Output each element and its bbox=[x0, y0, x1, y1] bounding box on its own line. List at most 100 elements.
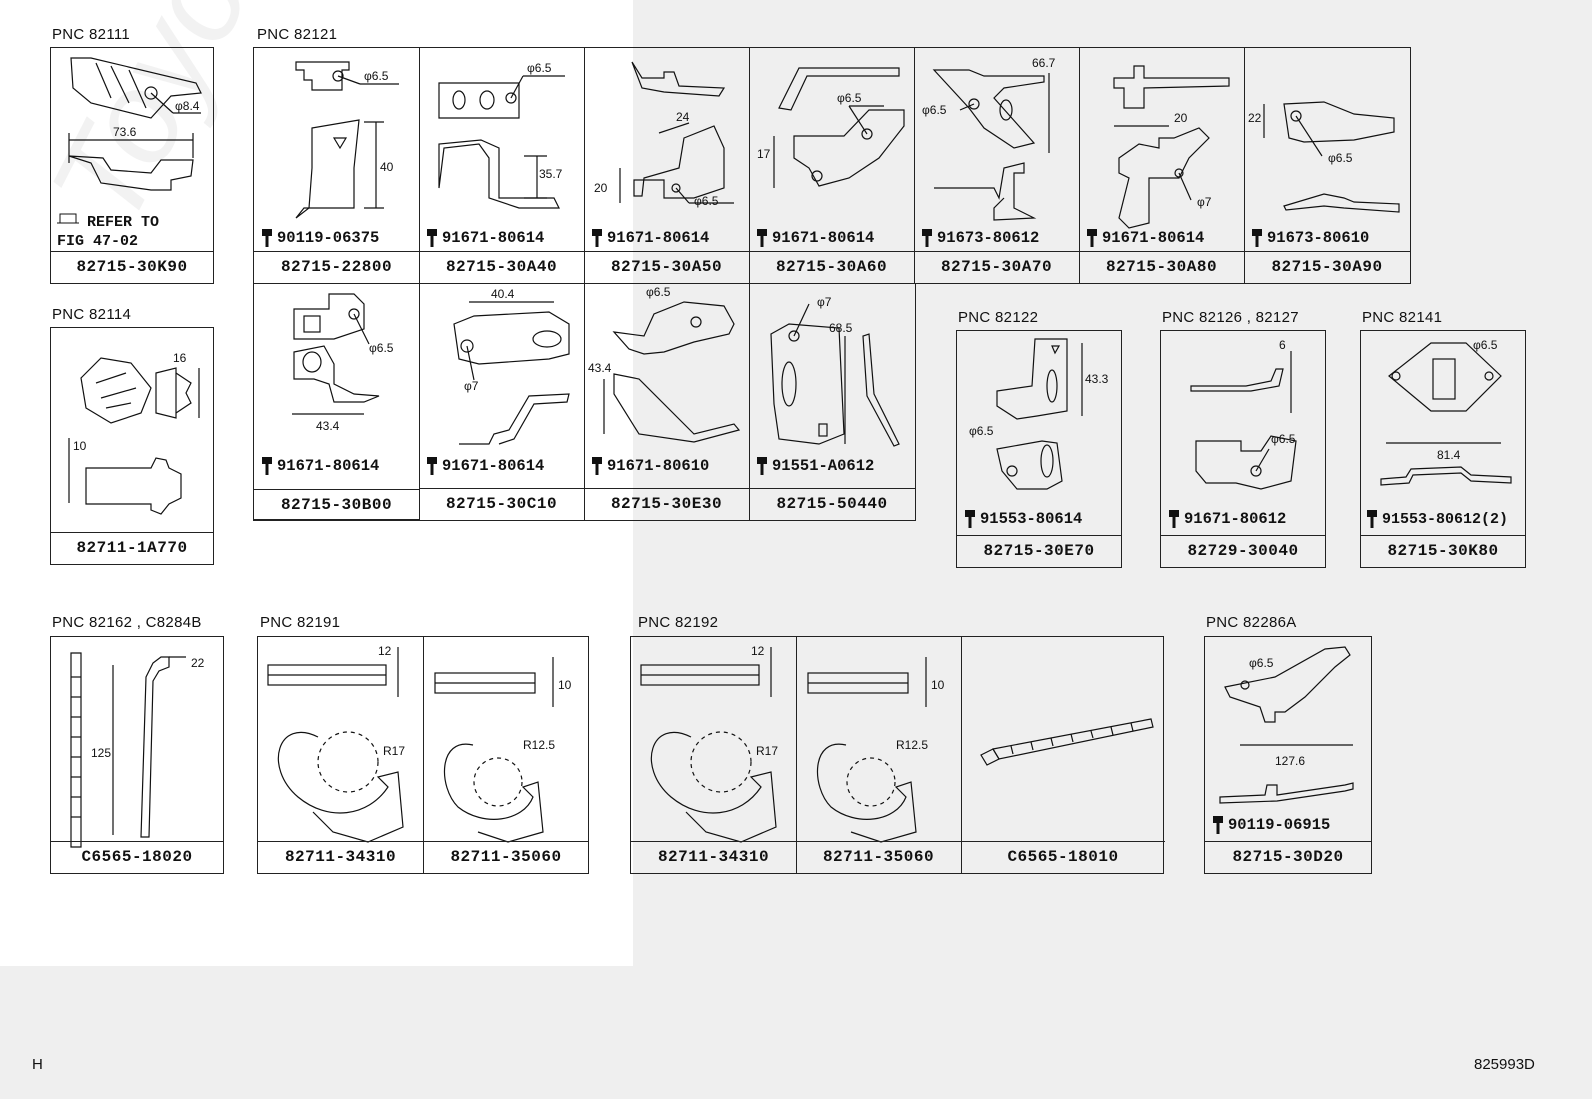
dim-label: 20 bbox=[594, 181, 608, 195]
clamp-drawing: 12 R17 bbox=[267, 644, 405, 843]
dim-label: 10 bbox=[73, 439, 87, 453]
bolt-icon bbox=[262, 229, 272, 247]
nut-icon bbox=[57, 210, 87, 232]
bracket-drawing: φ8.4 73.6 bbox=[68, 57, 202, 191]
footer-figure-code: 825993D bbox=[1474, 1056, 1535, 1073]
bracket-drawing: 43.3 φ6.5 bbox=[969, 338, 1109, 490]
part-box-82126: 6 φ6.5 91671-80612 82729-30040 bbox=[1160, 330, 1326, 568]
part-cell: φ7 68.5 91551-A0612 82715-50440 bbox=[749, 284, 915, 520]
part-cell: 40.4 φ7 91671-80614 82715-30C10 bbox=[419, 284, 585, 520]
part-box-82141: φ6.5 81.4 91553-80612(2) 82715-30K80 bbox=[1360, 330, 1526, 568]
part-cell: 12 R17 82711-34310 bbox=[631, 637, 797, 873]
part-row-82121-top: φ6.5 40 90119-06375 82715-22800 φ6.5 35.… bbox=[253, 47, 1411, 284]
pnc-label-82191: PNC 82191 bbox=[260, 614, 341, 631]
dim-label: φ6.5 bbox=[969, 424, 994, 438]
bolt-icon bbox=[1252, 229, 1262, 247]
bracket-drawing: φ7 68.5 bbox=[770, 295, 900, 447]
dim-label: φ7 bbox=[1197, 195, 1212, 209]
bolt-callout: 91551-A0612 bbox=[755, 456, 874, 476]
dim-label: 17 bbox=[757, 147, 771, 161]
part-number: 82715-30A60 bbox=[749, 251, 914, 283]
bracket-drawing: φ6.5 81.4 bbox=[1380, 338, 1512, 486]
bolt-icon bbox=[427, 457, 437, 475]
dim-label: 43.3 bbox=[1085, 372, 1109, 386]
part-cell: 10 R12.5 82711-35060 bbox=[423, 637, 589, 873]
part-number: 82711-34310 bbox=[631, 841, 796, 873]
part-number: 82715-30A90 bbox=[1244, 251, 1410, 283]
dim-label: 127.6 bbox=[1275, 754, 1305, 768]
bolt-number: 91671-80614 bbox=[772, 229, 875, 247]
cable-tie-drawing: 22 125 bbox=[70, 652, 205, 848]
bolt-icon bbox=[922, 229, 932, 247]
part-cell: φ6.5 35.7 91671-80614 82715-30A40 bbox=[419, 48, 585, 283]
bolt-number: 91671-80614 bbox=[442, 457, 545, 475]
dim-label: φ6.5 bbox=[364, 69, 389, 83]
part-box-82122: 43.3 φ6.5 91553-80614 82715-30E70 bbox=[956, 330, 1122, 568]
bracket-drawing: 6 φ6.5 bbox=[1190, 338, 1297, 490]
part-box-82114: 16 10 82711-1A770 bbox=[50, 327, 214, 565]
bolt-callout: 91553-80612(2) bbox=[1365, 509, 1508, 529]
part-cell: φ6.5 43.4 91671-80610 82715-30E30 bbox=[584, 284, 750, 520]
part-number: 82711-35060 bbox=[423, 841, 589, 873]
pnc-label-82286A: PNC 82286A bbox=[1206, 614, 1297, 631]
pnc-label-82121: PNC 82121 bbox=[257, 26, 338, 43]
footer-left-label: H bbox=[32, 1056, 43, 1073]
bracket-drawing: φ6.5 17 bbox=[757, 67, 905, 188]
part-number: 82711-34310 bbox=[258, 841, 423, 873]
part-cell: C6565-18010 bbox=[961, 637, 1165, 873]
part-cell: φ6.5 40 90119-06375 82715-22800 bbox=[254, 48, 420, 283]
bolt-callout: 90119-06915 bbox=[1211, 815, 1330, 835]
bolt-number: 91673-80610 bbox=[1267, 229, 1370, 247]
bolt-callout: 90119-06375 bbox=[260, 228, 379, 248]
bolt-number: 91551-A0612 bbox=[772, 457, 875, 475]
dim-label: 43.4 bbox=[316, 419, 340, 433]
part-cell: 12 R17 82711-34310 bbox=[258, 637, 424, 873]
bolt-number: 91671-80612 bbox=[1184, 510, 1287, 528]
dim-label: 10 bbox=[558, 678, 572, 692]
clamp-drawing: 12 R17 bbox=[640, 644, 778, 843]
bolt-icon bbox=[757, 457, 767, 475]
bolt-number: 91553-80614 bbox=[980, 510, 1083, 528]
bolt-callout: 91671-80614 bbox=[260, 456, 379, 476]
bolt-callout: 91671-80614 bbox=[590, 228, 709, 248]
dim-label: 12 bbox=[751, 644, 765, 658]
bolt-icon bbox=[262, 457, 272, 475]
bracket-drawing: 24 20 φ6.5 bbox=[594, 61, 734, 208]
dim-label: φ6.5 bbox=[837, 91, 862, 105]
part-number: 82715-30D20 bbox=[1205, 841, 1371, 873]
bolt-callout: 91671-80614 bbox=[425, 456, 544, 476]
bolt-callout: 91673-80610 bbox=[1250, 228, 1369, 248]
dim-label: 68.5 bbox=[829, 321, 853, 335]
part-number: 82715-30A70 bbox=[914, 251, 1079, 283]
part-number: 82711-35060 bbox=[796, 841, 961, 873]
dim-label: φ6.5 bbox=[646, 285, 671, 299]
dim-label: 12 bbox=[378, 644, 392, 658]
part-number: 82715-30K80 bbox=[1361, 535, 1525, 567]
pnc-label-82162: PNC 82162 , C8284B bbox=[52, 614, 202, 631]
bracket-drawing: φ6.5 43.4 bbox=[292, 293, 394, 433]
clip-drawing: 16 10 bbox=[68, 351, 200, 515]
dim-label: 43.4 bbox=[588, 361, 612, 375]
clamp-drawing: 10 R12.5 bbox=[807, 657, 945, 843]
dim-label: 6 bbox=[1279, 338, 1286, 352]
part-row-82192: 12 R17 82711-34310 10 R12.5 82711-35060 bbox=[630, 636, 1165, 874]
bolt-number: 91553-80612(2) bbox=[1382, 511, 1509, 528]
dim-label: 81.4 bbox=[1437, 448, 1461, 462]
bolt-number: 91671-80610 bbox=[607, 457, 710, 475]
bolt-icon bbox=[965, 510, 975, 528]
pnc-label-82141: PNC 82141 bbox=[1362, 309, 1443, 326]
dim-label: 66.7 bbox=[1032, 56, 1056, 70]
cable-tie-drawing bbox=[980, 718, 1154, 766]
dim-label: R12.5 bbox=[896, 738, 928, 752]
bolt-icon bbox=[427, 229, 437, 247]
part-number: 82715-30C10 bbox=[419, 488, 584, 520]
bracket-drawing: φ6.5 35.7 bbox=[438, 61, 565, 209]
bolt-callout: 91671-80614 bbox=[755, 228, 874, 248]
part-row-82121-bottom: φ6.5 43.4 91671-80614 82715-30B00 40.4 φ… bbox=[253, 284, 916, 521]
dim-label: 125 bbox=[91, 746, 111, 760]
pnc-label-82111: PNC 82111 bbox=[52, 26, 131, 43]
bracket-drawing: 66.7 φ6.5 bbox=[922, 56, 1056, 221]
bracket-drawing: φ6.5 40 bbox=[295, 61, 399, 219]
pnc-label-82122: PNC 82122 bbox=[958, 309, 1039, 326]
part-number: 82715-30E30 bbox=[584, 488, 749, 520]
